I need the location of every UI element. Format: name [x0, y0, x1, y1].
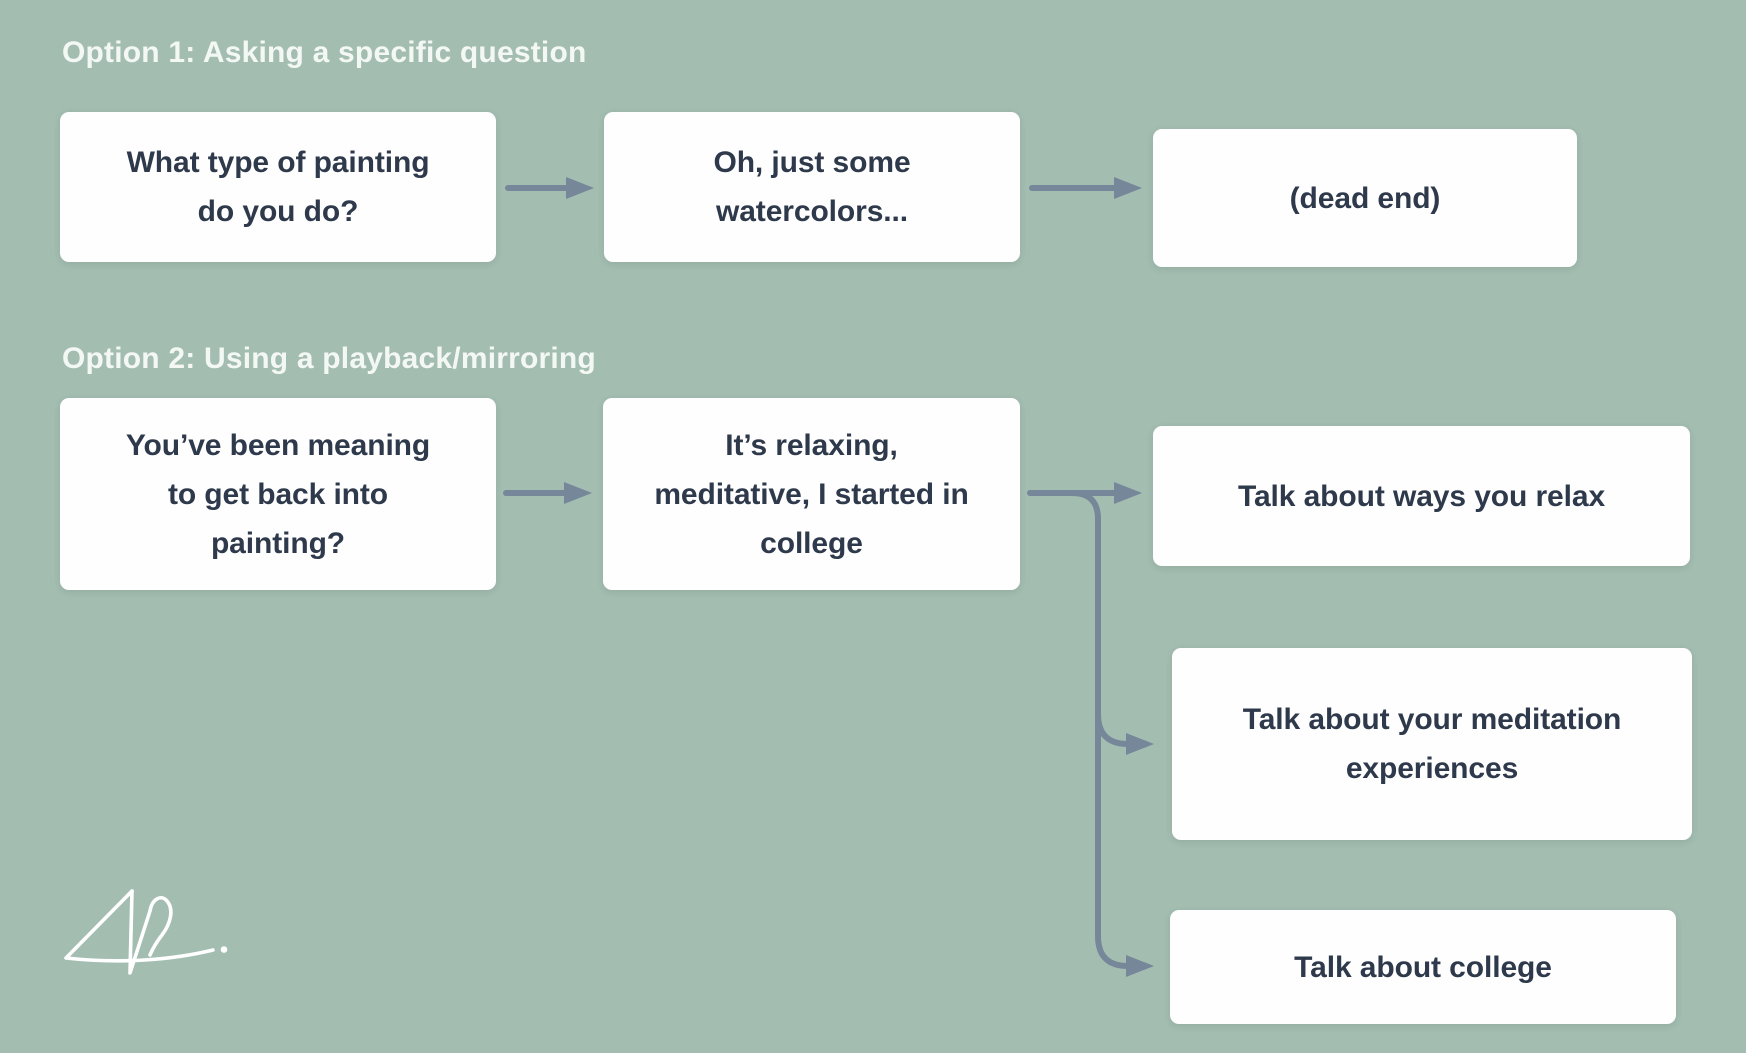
node-label: Oh, just some watercolors...: [713, 146, 911, 228]
node-label: Talk about your meditation experiences: [1242, 703, 1622, 785]
arrow-response-to-branch3: [1069, 490, 1154, 977]
node-branch-college: Talk about college: [1170, 910, 1676, 1024]
node-label: Talk about ways you relax: [1237, 479, 1606, 513]
arrow-response-to-branch2: [1095, 711, 1154, 755]
node-open-response: It’s relaxing, meditative, I started in …: [603, 398, 1020, 590]
node-dead-end: (dead end): [1153, 129, 1577, 267]
arrow-playback-to-response: [503, 482, 592, 504]
node-short-answer: Oh, just some watercolors...: [604, 112, 1020, 262]
node-playback-question: You’ve been meaning to get back into pai…: [60, 398, 496, 590]
arrow-answer-to-deadend: [1029, 177, 1142, 199]
option2-heading: Option 2: Using a playback/mirroring: [62, 342, 596, 375]
logo-42-flourish: [64, 889, 215, 963]
node-label: It’s relaxing, meditative, I started in …: [654, 428, 969, 560]
node-label: You’ve been meaning to get back into pai…: [125, 428, 431, 560]
logo-42-dot: [220, 946, 228, 953]
node-label: What type of painting do you do?: [126, 146, 430, 228]
node-label: (dead end): [1289, 181, 1441, 215]
option1-heading: Option 1: Asking a specific question: [62, 36, 587, 69]
logo-42-icon: [64, 889, 228, 975]
node-branch-relax: Talk about ways you relax: [1153, 426, 1690, 566]
node-label: Talk about college: [1294, 950, 1552, 984]
arrow-question-to-answer: [505, 177, 594, 199]
node-branch-meditation: Talk about your meditation experiences: [1172, 648, 1692, 840]
logo-42-figure: [128, 889, 173, 975]
arrow-response-to-branch1: [1027, 482, 1142, 504]
node-specific-question: What type of painting do you do?: [60, 112, 496, 262]
